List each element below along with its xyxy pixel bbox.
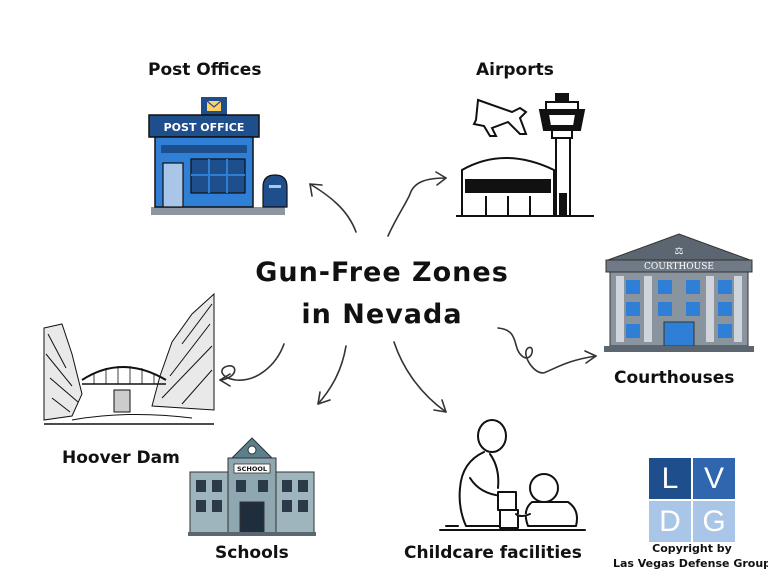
diagram-title: Gun-Free Zones in Nevada (228, 252, 536, 336)
label-childcare: Childcare facilities (404, 543, 582, 563)
arrow-to-hoover-dam (219, 343, 285, 387)
childcare-icon (439, 419, 586, 531)
title-line-2: in Nevada (301, 299, 463, 330)
logo-cell-v: V (693, 458, 735, 499)
arrow-to-post-offices (309, 183, 357, 233)
label-hoover-dam: Hoover Dam (62, 448, 180, 468)
arrow-to-schools (317, 345, 347, 405)
arrow-to-childcare (393, 341, 447, 413)
logo-cell-g: G (693, 501, 735, 542)
arrow-to-courthouses (497, 327, 597, 374)
title-line-1: Gun-Free Zones (255, 257, 509, 288)
logo-cell-d: D (649, 501, 691, 542)
label-schools: Schools (215, 543, 289, 563)
label-post-offices: Post Offices (148, 60, 262, 80)
school-icon: SCHOOL (188, 437, 316, 536)
svg-text:⚖: ⚖ (675, 246, 684, 257)
airport-icon (456, 93, 594, 217)
copyright-line-2: Las Vegas Defense Group (612, 557, 768, 570)
courthouse-icon: ⚖ COURTHOUSE (604, 233, 754, 352)
lvdg-logo: L V D G (649, 458, 735, 542)
label-courthouses: Courthouses (614, 368, 735, 388)
copyright-notice: Copyright by Las Vegas Defense Group (612, 541, 768, 571)
label-airports: Airports (476, 60, 554, 80)
arrow-to-airports (387, 171, 447, 237)
hoover-dam-icon (43, 292, 215, 425)
post-office-icon: POST OFFICE (148, 97, 288, 215)
logo-cell-l: L (649, 458, 691, 499)
copyright-line-1: Copyright by (652, 542, 732, 555)
post-office-sign: POST OFFICE (164, 121, 245, 134)
school-sign: SCHOOL (237, 465, 267, 473)
courthouse-sign: COURTHOUSE (644, 262, 714, 272)
